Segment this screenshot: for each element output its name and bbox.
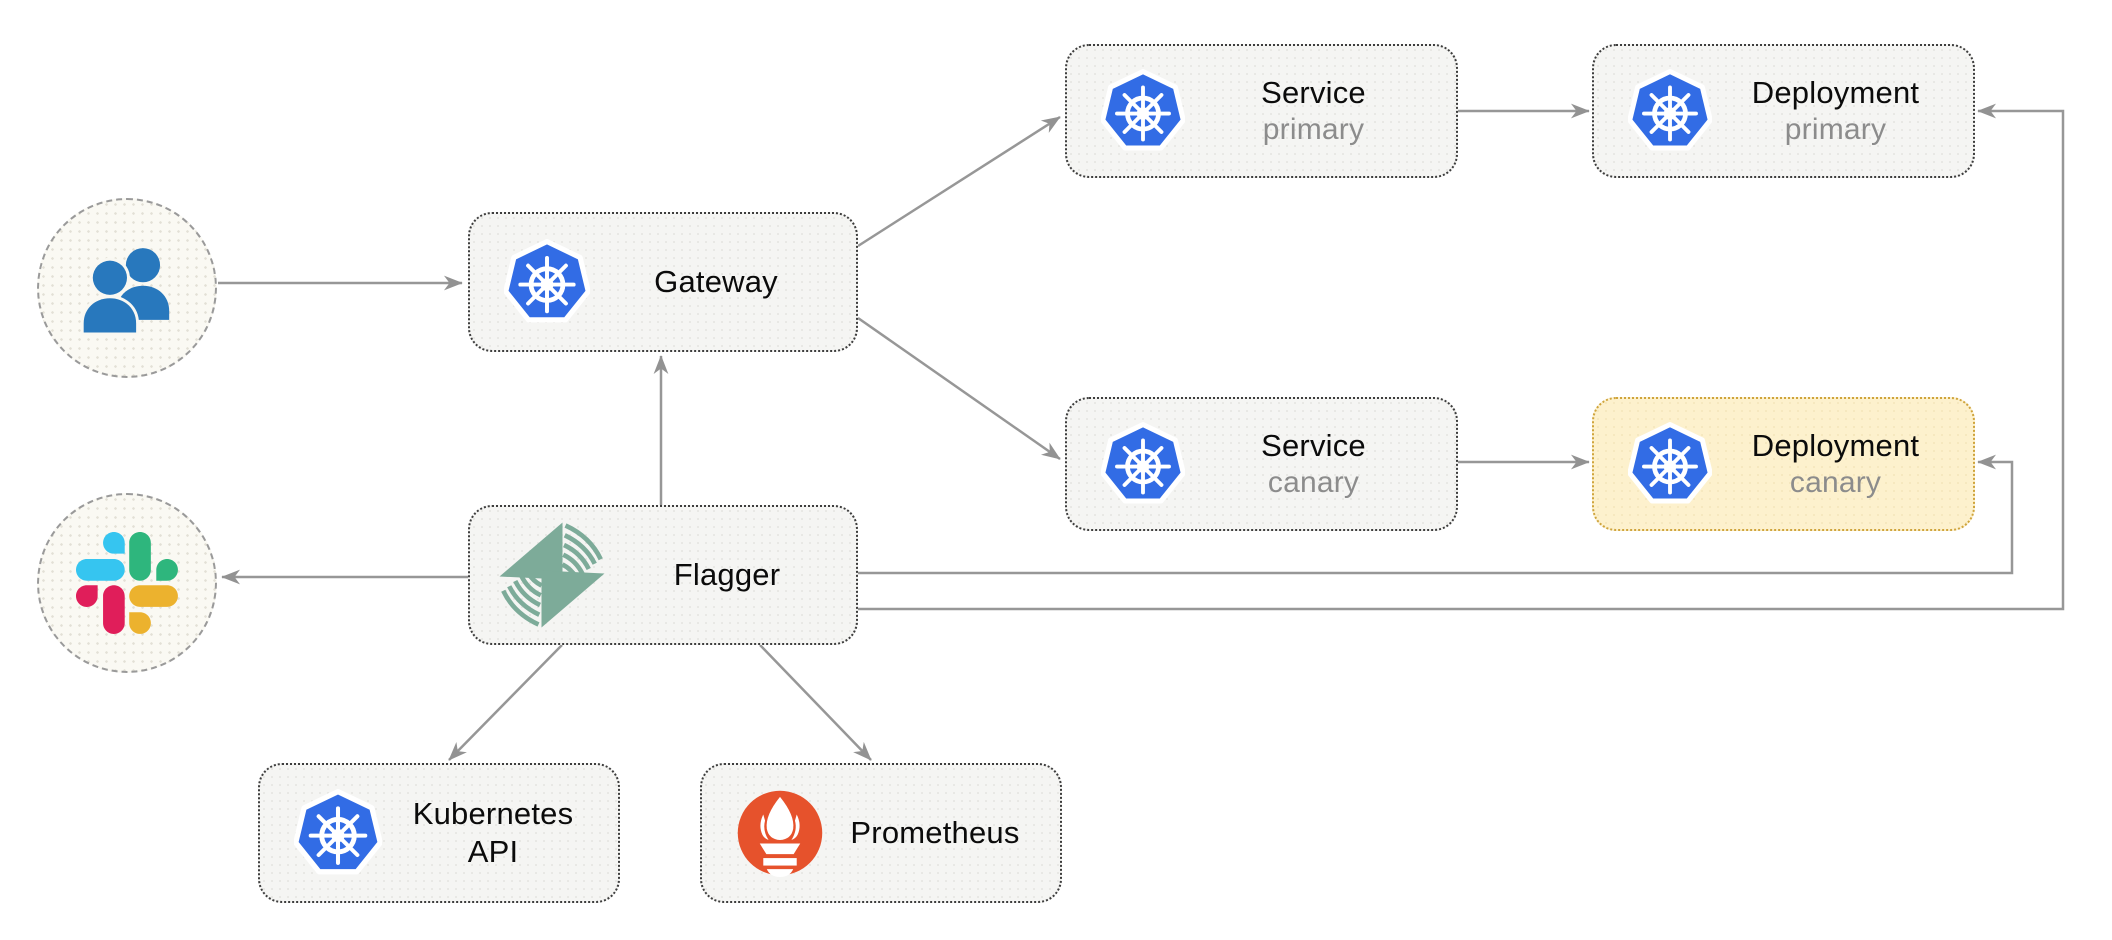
node-prometheus: Prometheus: [700, 763, 1062, 903]
node-deployment-canary: Deployment canary: [1592, 397, 1975, 531]
node-service-primary: Service primary: [1065, 44, 1458, 178]
edge-gateway-to-service-canary: [857, 316, 1061, 461]
node-label: Deployment: [1751, 427, 1920, 463]
node-sublabel: canary: [1267, 465, 1360, 499]
kubernetes-icon: [294, 789, 382, 877]
node-slack: [37, 493, 217, 673]
edge-flagger-to-prometheus: [759, 644, 872, 761]
node-label: Kubernetes API: [412, 796, 574, 869]
edge-gateway-to-service-primary: [857, 115, 1061, 248]
node-sublabel: canary: [1789, 465, 1882, 499]
node-flagger: Flagger: [468, 505, 858, 645]
node-label: Service: [1261, 427, 1366, 463]
flagger-icon: [492, 512, 612, 638]
node-label: Service: [1261, 74, 1366, 110]
node-sublabel: primary: [1784, 112, 1887, 146]
slack-icon: [76, 532, 178, 634]
node-label: Gateway: [654, 264, 778, 300]
kubernetes-icon: [1628, 422, 1712, 506]
kubernetes-icon: [1101, 69, 1185, 153]
node-gateway: Gateway: [468, 212, 858, 352]
node-users: [37, 198, 217, 378]
edge-flagger-to-kubernetes-api: [448, 644, 563, 761]
edge-flagger-to-deployment-primary: [858, 103, 2065, 611]
node-sublabel: primary: [1262, 112, 1365, 146]
kubernetes-icon: [1628, 69, 1712, 153]
node-label: Flagger: [673, 557, 781, 593]
node-label: Prometheus: [850, 815, 1020, 851]
edge-flagger-to-deployment-canary: [858, 454, 2014, 575]
kubernetes-icon: [504, 239, 590, 325]
prometheus-icon: [736, 789, 824, 877]
users-icon: [70, 231, 184, 345]
kubernetes-icon: [1101, 422, 1185, 506]
node-label: Deployment: [1751, 74, 1920, 110]
node-deployment-primary: Deployment primary: [1592, 44, 1975, 178]
node-service-canary: Service canary: [1065, 397, 1458, 531]
node-kubernetes-api: Kubernetes API: [258, 763, 620, 903]
